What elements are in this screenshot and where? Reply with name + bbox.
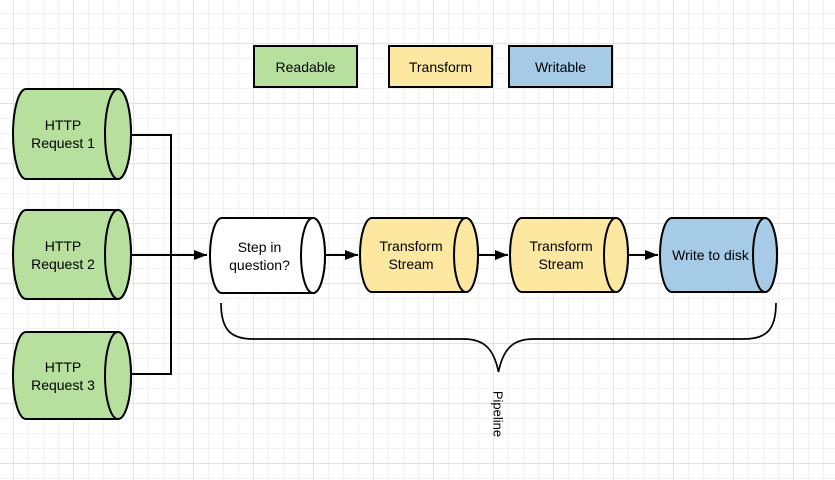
node-write-to-disk[interactable]: Write to disk	[659, 217, 778, 293]
edge-step-to-transform1-arrowhead	[345, 250, 358, 260]
cylinder-shape	[12, 209, 132, 300]
cylinder-shape	[12, 88, 132, 180]
cylinder-shape	[359, 217, 479, 293]
cylinder-shape	[209, 217, 326, 294]
node-label: Write to disk	[672, 247, 749, 263]
pipeline-brace[interactable]	[220, 302, 777, 373]
legend-label: Transform	[408, 58, 473, 75]
legend-writable[interactable]: Writable	[508, 45, 613, 88]
legend-transform[interactable]: Transform	[388, 45, 493, 88]
legend-label: Writable	[534, 58, 587, 75]
cylinder-shape	[509, 217, 629, 293]
edge-transform1-to-transform2-arrowhead	[495, 250, 508, 260]
legend-label: Readable	[275, 58, 336, 75]
cylinder-shape	[659, 217, 778, 293]
cylinder-shape	[12, 331, 132, 420]
pipeline-label: Pipeline	[490, 390, 506, 438]
edge-junction-to-step-arrowhead	[194, 250, 207, 260]
edge-request1-to-junction[interactable]	[131, 134, 172, 255]
edge-request3-to-junction[interactable]	[131, 255, 172, 375]
legend-readable[interactable]: Readable	[253, 45, 358, 88]
edge-transform2-to-write-arrowhead	[645, 250, 658, 260]
